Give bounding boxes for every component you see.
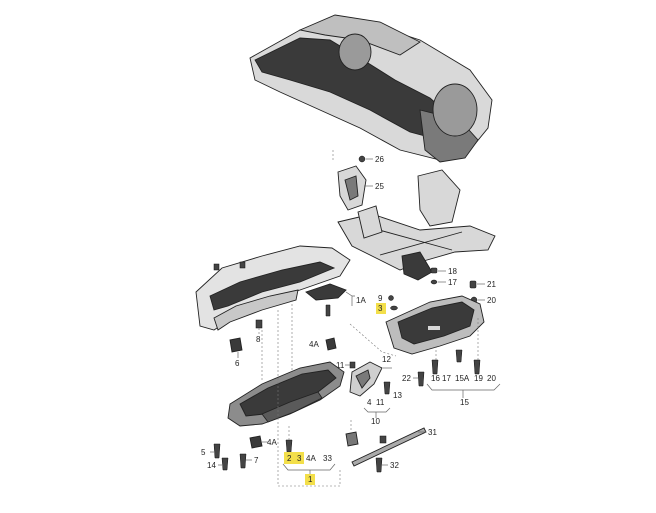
washer-17: 17 bbox=[430, 278, 457, 287]
callout-11-top: 11 bbox=[336, 361, 345, 370]
callout-17: 17 bbox=[448, 278, 457, 287]
nut-18: 18 bbox=[430, 267, 457, 276]
callout-5: 5 bbox=[201, 448, 206, 457]
callout-20-b: 20 bbox=[487, 374, 496, 383]
callout-6: 6 bbox=[235, 359, 240, 368]
callout-4a-bot: 4A bbox=[306, 454, 316, 463]
clip-6: 6 bbox=[229, 337, 243, 368]
underbody-panel-rear bbox=[385, 295, 485, 355]
callout-21: 21 bbox=[487, 280, 496, 289]
clip-strip bbox=[379, 435, 387, 444]
callout-9: 9 bbox=[378, 294, 383, 303]
bracket-25 bbox=[337, 165, 367, 211]
bolt-14: 14 bbox=[207, 457, 229, 471]
callout-group-1: 1 bbox=[305, 474, 315, 485]
seal-strip-31: 31 bbox=[351, 427, 437, 467]
callout-17-b: 17 bbox=[442, 374, 451, 383]
clip-4a-top: 4A bbox=[309, 337, 337, 351]
nut-26: 26 bbox=[358, 155, 384, 164]
callout-26: 26 bbox=[375, 155, 384, 164]
bracket-12 bbox=[349, 361, 383, 397]
callout-22: 22 bbox=[402, 374, 411, 383]
callout-group-2-3: 2 3 bbox=[284, 452, 304, 464]
bolt-7: 7 bbox=[239, 453, 259, 469]
clip-8: 8 bbox=[255, 319, 263, 344]
callout-4-mid: 4 bbox=[367, 398, 372, 407]
bolt-32: 32 bbox=[375, 457, 399, 473]
clip-11-top: 11 bbox=[336, 361, 356, 370]
clip-21: 21 bbox=[469, 280, 496, 289]
callout-25: 25 bbox=[375, 182, 384, 191]
callout-2: 2 bbox=[287, 454, 292, 463]
air-guide-1a: 1A bbox=[305, 283, 366, 317]
bolt-5: 5 bbox=[201, 443, 221, 459]
callout-32: 32 bbox=[390, 461, 399, 470]
callout-3-top: 3 bbox=[378, 304, 383, 313]
callout-11-mid: 11 bbox=[376, 398, 385, 407]
callout-16: 16 bbox=[431, 374, 440, 383]
bumper-cover bbox=[195, 245, 351, 331]
callout-1: 1 bbox=[308, 475, 313, 484]
callout-15a: 15A bbox=[455, 374, 470, 383]
callout-10: 10 bbox=[371, 417, 380, 426]
callout-20: 20 bbox=[487, 296, 496, 305]
callout-3-bot: 3 bbox=[297, 454, 302, 463]
callout-1a: 1A bbox=[356, 296, 366, 305]
callout-12: 12 bbox=[382, 355, 391, 364]
callout-31: 31 bbox=[428, 428, 437, 437]
callout-18: 18 bbox=[448, 267, 457, 276]
callout-33: 33 bbox=[323, 454, 332, 463]
callout-4a-top: 4A bbox=[309, 340, 319, 349]
underbody-panel-front bbox=[227, 361, 345, 427]
clip-4a-mid: 4A bbox=[249, 435, 277, 449]
car-body-shell bbox=[249, 14, 493, 163]
callout-13: 13 bbox=[393, 391, 402, 400]
callout-14: 14 bbox=[207, 461, 216, 470]
callout-7: 7 bbox=[254, 456, 259, 465]
screw-3-highlighted: 3 bbox=[376, 303, 398, 314]
subframe bbox=[337, 169, 496, 281]
callout-15: 15 bbox=[460, 398, 469, 407]
callout-4a-mid: 4A bbox=[267, 438, 277, 447]
bolts-rear bbox=[417, 349, 481, 387]
callout-8: 8 bbox=[256, 335, 261, 344]
callout-19: 19 bbox=[474, 374, 483, 383]
screw-9: 9 bbox=[378, 294, 394, 303]
